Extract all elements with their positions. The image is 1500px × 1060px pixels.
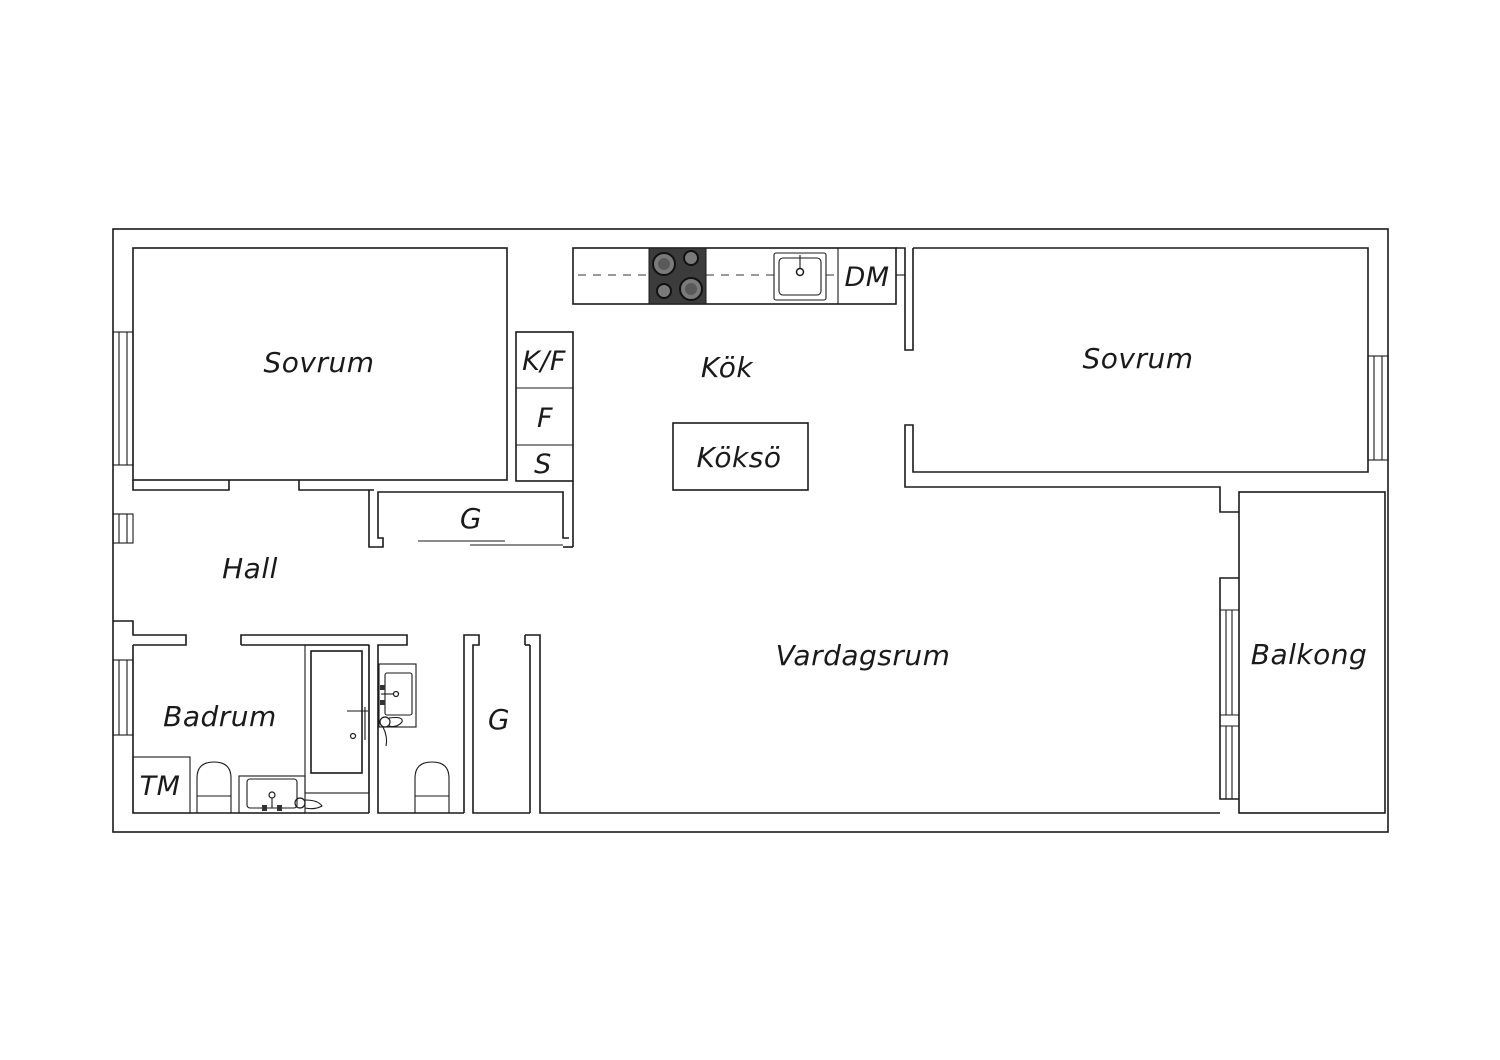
room-label-g-top: G — [460, 502, 482, 535]
appliance-label-tm: TM — [140, 771, 181, 802]
room-label-badrum: Badrum — [163, 700, 277, 733]
living-room-wall — [525, 634, 1220, 814]
appliance-label-kf: K/F — [522, 346, 566, 377]
room-label-sovrum-left: Sovrum — [263, 346, 374, 379]
bathtub-icon — [304, 644, 370, 794]
hall-wall-lower-left — [113, 620, 187, 646]
room-label-koksö: Köksö — [697, 441, 782, 474]
window-right-bedroom — [1367, 355, 1389, 461]
kitchen-right-wall — [896, 247, 914, 351]
hall-wall-upper-left — [132, 480, 230, 491]
bathroom-sink-icon — [238, 775, 323, 814]
bedroom-right-wall — [904, 247, 1369, 513]
balcony-wall — [1219, 491, 1386, 814]
appliance-label-f: F — [537, 403, 553, 434]
room-label-g-bottom: G — [488, 703, 510, 736]
window-left-bedroom — [112, 331, 134, 466]
hall-wall-lower-right — [240, 634, 464, 814]
room-label-kok: Kök — [701, 351, 754, 384]
kitchen-tall-cabinets — [515, 331, 574, 548]
room-label-vardagsrum: Vardagsrum — [776, 639, 951, 672]
room-label-hall: Hall — [222, 552, 278, 585]
wardrobe-top — [368, 490, 569, 548]
kitchen-counter — [572, 247, 897, 305]
appliance-label-s: S — [534, 449, 552, 480]
kitchen-island — [672, 422, 809, 491]
room-label-balkong: Balkong — [1251, 638, 1368, 671]
wc-sink-icon — [378, 663, 417, 747]
wardrobe-bottom — [463, 634, 530, 814]
hall-wall-upper-right — [298, 480, 374, 491]
appliance-label-dm: DM — [844, 262, 889, 293]
kitchen-sink-icon — [773, 252, 827, 301]
window-left-bathroom — [112, 659, 134, 736]
toilet-icon — [196, 761, 232, 813]
wc-toilet-icon — [414, 761, 450, 813]
stove-icon — [648, 247, 707, 305]
outer-wall — [112, 228, 1389, 833]
window-left-hall — [112, 513, 134, 544]
room-label-sovrum-right: Sovrum — [1082, 342, 1193, 375]
